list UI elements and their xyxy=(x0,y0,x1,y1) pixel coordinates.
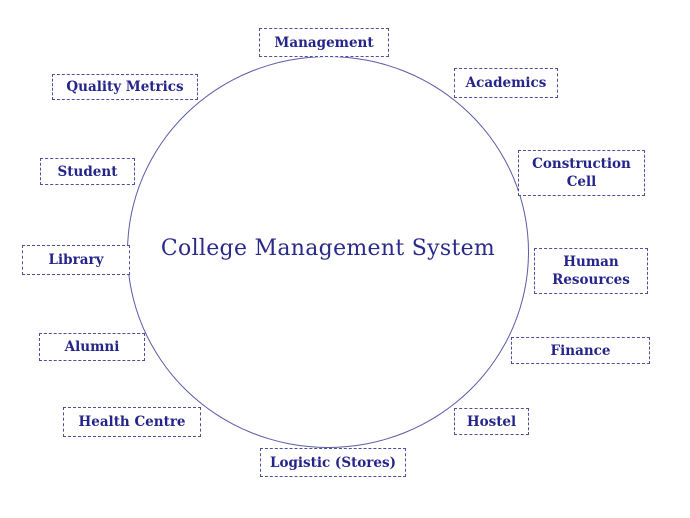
node-logistic-stores: Logistic (Stores) xyxy=(260,448,406,477)
node-management: Management xyxy=(259,28,389,57)
node-hostel: Hostel xyxy=(454,408,529,435)
node-alumni: Alumni xyxy=(39,333,145,361)
node-library: Library xyxy=(22,245,130,275)
center-label: College Management System xyxy=(160,236,496,261)
node-quality-metrics: Quality Metrics xyxy=(52,74,198,100)
node-finance: Finance xyxy=(511,337,650,364)
node-construction-cell: Construction Cell xyxy=(518,150,645,196)
node-academics: Academics xyxy=(454,68,558,98)
node-health-centre: Health Centre xyxy=(63,407,201,437)
node-student: Student xyxy=(40,158,135,185)
node-human-resources: Human Resources xyxy=(534,248,648,294)
